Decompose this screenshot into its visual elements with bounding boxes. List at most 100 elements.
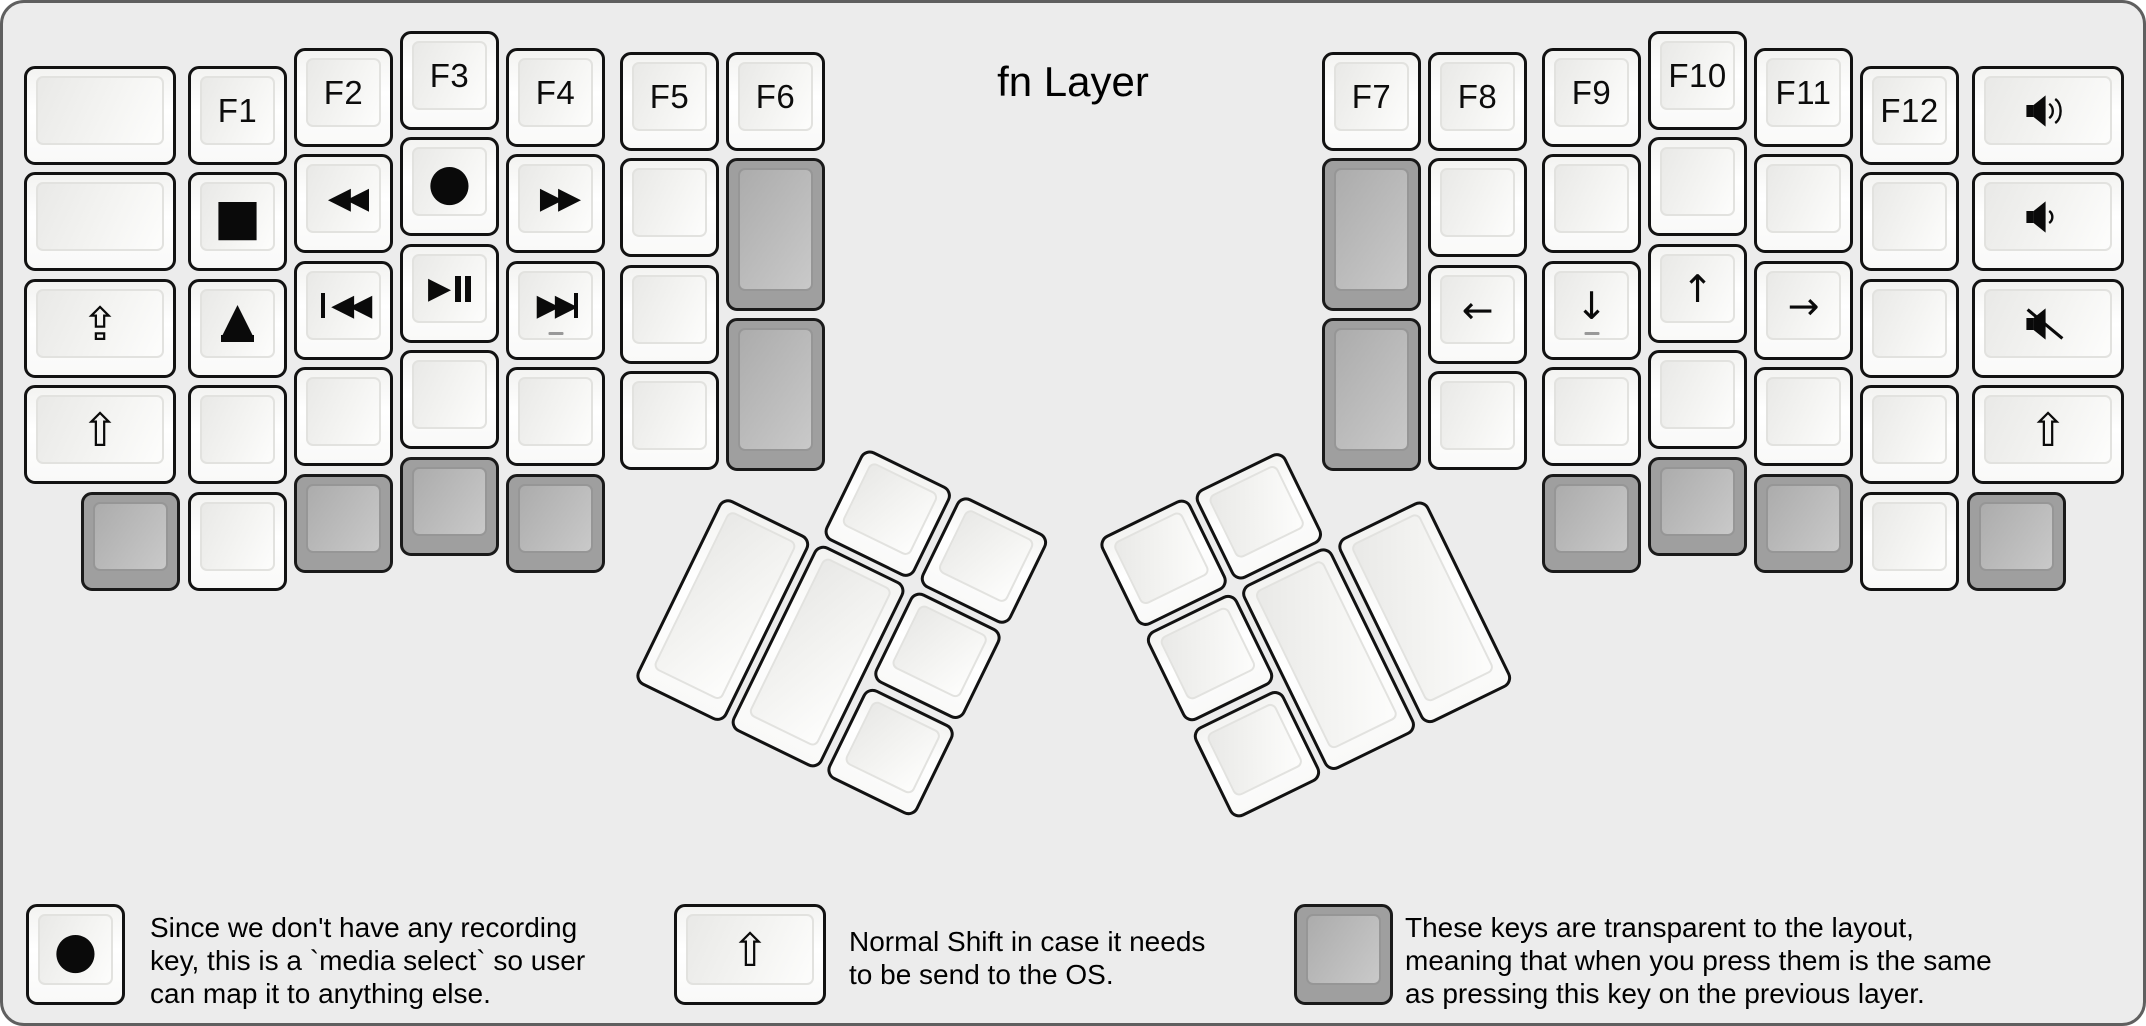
key-f4[interactable]: F4 (506, 48, 605, 147)
legend-record-key: ● (26, 904, 125, 1005)
key-blank[interactable] (1754, 367, 1853, 466)
key-volume-down[interactable] (1972, 172, 2124, 271)
key-transparent[interactable] (506, 474, 605, 573)
key-blank[interactable] (1860, 492, 1959, 591)
key-label: F3 (429, 56, 470, 94)
key-shift[interactable]: ⇧ (1972, 385, 2124, 484)
key-label: F6 (755, 77, 796, 115)
key-blank[interactable] (1648, 137, 1747, 236)
key-blank[interactable] (1428, 158, 1527, 257)
key-next-track[interactable]: ▶▶ (506, 261, 605, 360)
key-blank[interactable] (188, 492, 287, 591)
keycap-top: ◀◀ (306, 164, 381, 233)
record-icon: ● (53, 920, 98, 979)
key-blank[interactable] (1860, 385, 1959, 484)
key-f5[interactable]: F5 (620, 52, 719, 151)
keycap-top (1660, 360, 1735, 429)
key-blank[interactable] (1754, 154, 1853, 253)
key-transparent[interactable] (1648, 457, 1747, 556)
key-blank[interactable] (24, 172, 176, 271)
key-blank[interactable] (620, 265, 719, 364)
key-transparent[interactable] (1542, 474, 1641, 573)
key-transparent[interactable] (1322, 158, 1421, 311)
fast-forward-icon: ▶▶ (539, 180, 581, 216)
keycap-top: ▶ (412, 254, 487, 323)
key-previous-track[interactable]: ◀◀ (294, 261, 393, 360)
key-stop[interactable]: ■ (188, 172, 287, 271)
key-record[interactable]: ● (400, 137, 499, 236)
keycap-top (1158, 605, 1258, 702)
key-play-pause[interactable]: ▶ (400, 244, 499, 343)
key-blank[interactable] (400, 350, 499, 449)
key-arrow-left[interactable]: ← (1428, 265, 1527, 364)
keycap-top (1766, 377, 1841, 446)
key-blank[interactable] (1648, 350, 1747, 449)
keycap-top (738, 328, 813, 451)
key-arrow-down[interactable]: ↓ (1542, 261, 1641, 360)
key-f9[interactable]: F9 (1542, 48, 1641, 147)
front-dash-marker (1584, 332, 1599, 335)
key-transparent[interactable] (726, 158, 825, 311)
key-blank[interactable] (1542, 154, 1641, 253)
keycap-top (36, 76, 164, 145)
keycap-top (1984, 289, 2112, 358)
key-transparent[interactable] (294, 474, 393, 573)
key-eject[interactable]: ▲ (188, 279, 287, 378)
key-blank[interactable] (24, 66, 176, 165)
key-f2[interactable]: F2 (294, 48, 393, 147)
keycap-top (1334, 168, 1409, 291)
key-f1[interactable]: F1 (188, 66, 287, 165)
keycap-top (1207, 463, 1307, 560)
keycap-top: ▶▶ (518, 271, 593, 340)
key-blank[interactable] (188, 385, 287, 484)
previous-track-icon: ◀◀ (320, 290, 372, 321)
key-arrow-right[interactable]: → (1754, 261, 1853, 360)
key-transparent[interactable] (1967, 492, 2066, 591)
key-blank[interactable] (1860, 279, 1959, 378)
key-arrow-up[interactable]: ↑ (1648, 244, 1747, 343)
key-transparent[interactable] (1754, 474, 1853, 573)
keycap-top: F5 (632, 62, 707, 131)
keycap-top: F3 (412, 41, 487, 110)
keycap-top (1984, 76, 2112, 145)
key-blank[interactable] (1542, 367, 1641, 466)
keycap-top (36, 182, 164, 251)
keycap-top: ● (412, 147, 487, 216)
key-fast-forward[interactable]: ▶▶ (506, 154, 605, 253)
key-transparent[interactable] (400, 457, 499, 556)
key-caps-lock[interactable]: ⇪ (24, 279, 176, 378)
key-f8[interactable]: F8 (1428, 52, 1527, 151)
key-blank[interactable] (294, 367, 393, 466)
key-shift[interactable]: ⇧ (24, 385, 176, 484)
keycap-top (518, 484, 593, 553)
keycap-top (1334, 328, 1409, 451)
up-arrow-icon: ↑ (1681, 266, 1714, 311)
keycap-top: → (1766, 271, 1841, 340)
key-blank[interactable] (506, 367, 605, 466)
keycap-top (1872, 182, 1947, 251)
key-f3[interactable]: F3 (400, 31, 499, 130)
key-transparent[interactable] (726, 318, 825, 471)
key-f11[interactable]: F11 (1754, 48, 1853, 147)
keycap-top (843, 699, 943, 796)
key-transparent[interactable] (81, 492, 180, 591)
keycap-top (1554, 377, 1629, 446)
key-rewind[interactable]: ◀◀ (294, 154, 393, 253)
key-blank[interactable] (620, 371, 719, 470)
key-f7[interactable]: F7 (1322, 52, 1421, 151)
key-transparent[interactable] (1322, 318, 1421, 471)
key-label: F10 (1668, 56, 1727, 94)
key-f6[interactable]: F6 (726, 52, 825, 151)
key-blank[interactable] (1428, 371, 1527, 470)
key-f12[interactable]: F12 (1860, 66, 1959, 165)
key-blank[interactable] (620, 158, 719, 257)
keycap-top: F12 (1872, 76, 1947, 145)
key-mute[interactable] (1972, 279, 2124, 378)
key-volume-up[interactable] (1972, 66, 2124, 165)
key-f10[interactable]: F10 (1648, 31, 1747, 130)
keycap-top (1766, 164, 1841, 233)
shift-icon: ⇧ (730, 922, 770, 977)
keycap-top: F10 (1660, 41, 1735, 110)
key-blank[interactable] (1860, 172, 1959, 271)
shift-icon: ⇧ (80, 402, 120, 457)
